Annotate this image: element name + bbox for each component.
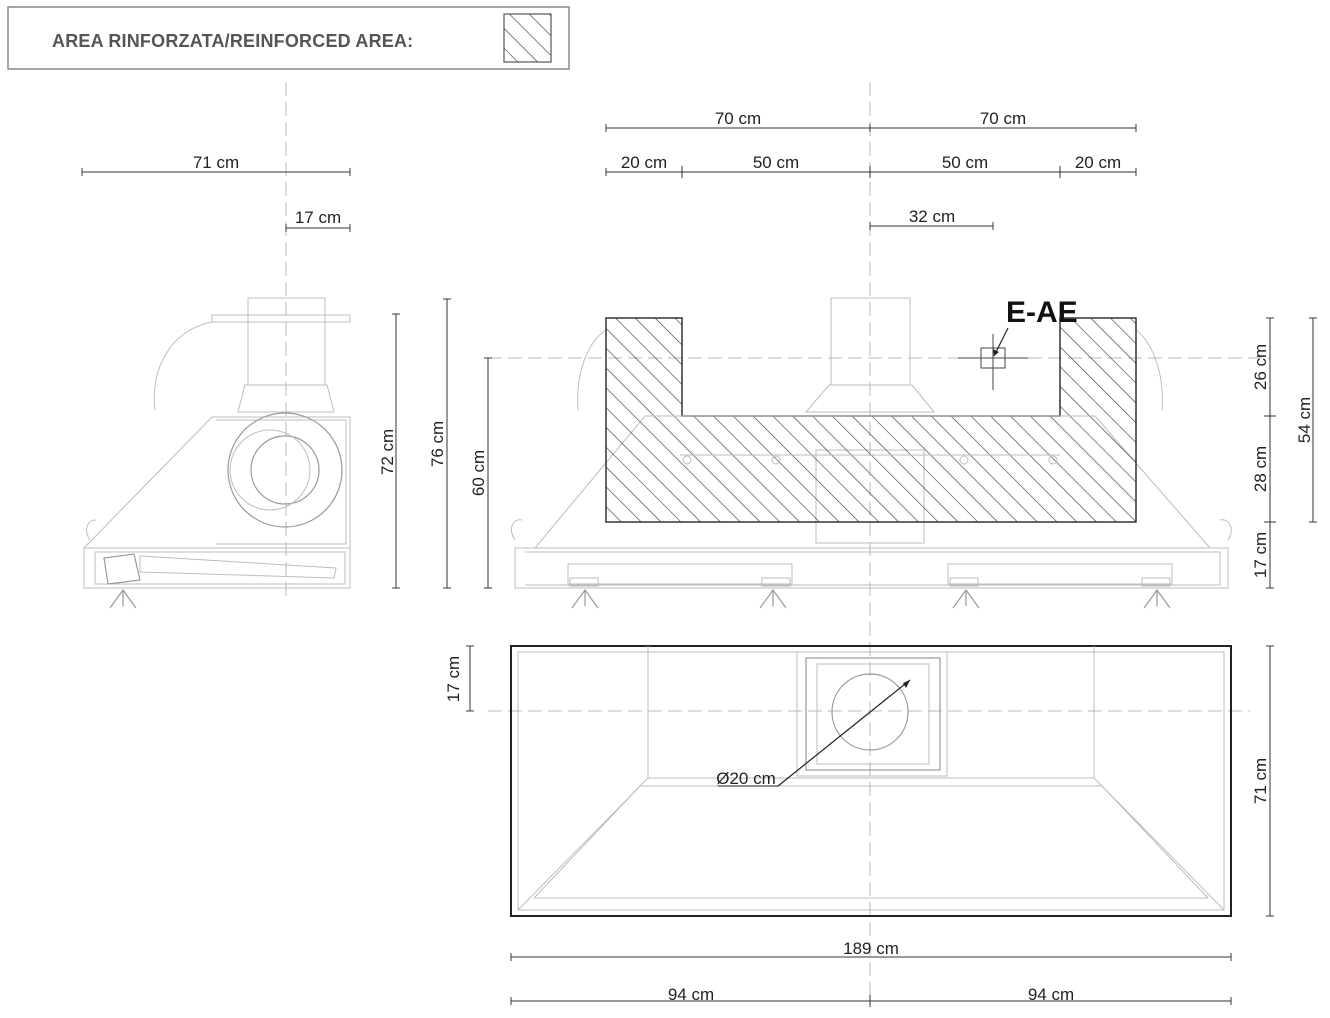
front-right-half-label: 70 cm (980, 109, 1026, 128)
front-h-total-label: 54 cm (1295, 397, 1314, 443)
side-offset-label: 17 cm (295, 208, 341, 227)
top-offset-label: 17 cm (444, 656, 463, 702)
legend: AREA RINFORZATA/REINFORCED AREA: (7, 6, 570, 70)
side-height-total-label: 76 cm (428, 421, 447, 467)
legend-label: AREA RINFORZATA/REINFORCED AREA: (52, 31, 413, 51)
hatch-swatch-icon (503, 13, 552, 63)
front-right-outer-label: 20 cm (1075, 153, 1121, 172)
front-view: E-AE 70 cm 70 cm 20 cm 50 cm 50 cm 20 cm… (469, 82, 1317, 1005)
front-h-lower-label: 17 cm (1251, 532, 1270, 578)
front-left-inner-label: 50 cm (753, 153, 799, 172)
front-h-upper-label: 26 cm (1251, 344, 1270, 390)
front-offset-label: 32 cm (909, 207, 955, 226)
e-ae-label: E-AE (1006, 296, 1078, 329)
front-left-half-label: 70 cm (715, 109, 761, 128)
front-height-left-label: 60 cm (469, 450, 488, 496)
top-diameter-label: Ø20 cm (716, 769, 776, 788)
legend-box (7, 6, 570, 70)
top-view: Ø20 cm 17 cm 71 cm 189 cm 94 cm 94 cm (444, 645, 1274, 1007)
side-view: 71 cm 17 cm 72 cm 76 cm (81, 82, 451, 609)
e-ae-marker: E-AE (958, 296, 1078, 390)
front-left-outer-label: 20 cm (621, 153, 667, 172)
top-depth-label: 71 cm (1251, 758, 1270, 804)
top-half-right-label: 94 cm (1028, 985, 1074, 1004)
top-half-left-label: 94 cm (668, 985, 714, 1004)
side-height-body-label: 72 cm (378, 429, 397, 475)
top-view-outline (510, 645, 1232, 917)
side-width-label: 71 cm (193, 153, 239, 172)
front-h-middle-label: 28 cm (1251, 446, 1270, 492)
front-right-inner-label: 50 cm (942, 153, 988, 172)
reinforced-area (605, 317, 1137, 523)
top-total-width-label: 189 cm (843, 939, 899, 958)
